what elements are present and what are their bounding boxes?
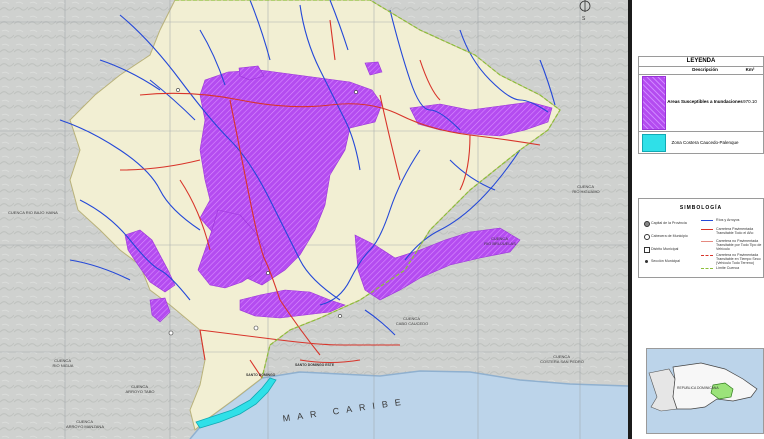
legend-area-flood-areas: 970.10	[743, 99, 757, 104]
inset-country-label: REPUBLICA DOMINICANA	[677, 386, 719, 390]
symbology-item-capital: Capital de la Provincia	[651, 221, 687, 225]
legend-title: LEYENDA	[639, 57, 763, 67]
inset-study-area	[710, 382, 734, 400]
basin-label-cabo-caucedo-line2: CABO CAUCEDO	[396, 321, 428, 326]
basin-label-rio-nigua-line1: CUENCA	[54, 358, 71, 363]
municipal-section-icon	[645, 260, 648, 263]
city-label-santo-domingo-este: SANTO DOMINGO ESTE	[295, 363, 335, 367]
basin-label-arroyo-tabo: CUENCA ARROYO TABO	[126, 384, 155, 394]
legend-swatch-coastal-zone	[642, 134, 666, 152]
symbology-title: SIMBOLOGÍA	[679, 205, 723, 211]
legend-swatch-flood-areas	[642, 76, 666, 130]
inset-haiti	[648, 368, 678, 412]
basin-label-rio-haina: CUENCA RIO BAJO HAINA	[8, 210, 58, 215]
dry-season-road-icon	[701, 255, 713, 256]
basin-label-arroyo-manzana-line1: CUENCA	[76, 419, 93, 424]
unpaved-road-icon	[701, 241, 713, 242]
municipal-seat-icon	[644, 234, 650, 240]
map-panel-divider	[628, 0, 632, 439]
basin-label-cabo-caucedo: CUENCA CABO CAUCEDO	[396, 316, 428, 326]
basin-label-rio-higuamo-line1: CUENCA	[577, 184, 594, 189]
basin-label-cabo-caucedo-line1: CUENCA	[403, 316, 420, 321]
basin-label-costera-san-pedro: CUENCA COSTERA SAN PEDRO	[540, 354, 584, 364]
symbology-item-cabecera: Cabecera de Municipio	[651, 234, 688, 238]
map-frame[interactable]: S MAR CARIBE CUENCA RIO BAJO HAINA CUENC…	[0, 0, 628, 439]
basin-label-arroyo-tabo-line2: ARROYO TABO	[126, 389, 155, 394]
legend-desc-flood-areas: Areas Susceptibles a Inundaciones	[667, 99, 743, 104]
legend-desc-coastal-zone: Zona Costera Caucedo-Palenque	[671, 140, 739, 145]
symbology-item-rios: Ríos y Arroyos	[716, 218, 740, 222]
caribbean-sea	[190, 371, 628, 439]
basin-label-rio-higuamo-line2: RIO HIGUAMO	[572, 189, 599, 194]
legend-col-area: Km²	[745, 67, 755, 72]
north-arrow-icon	[579, 0, 591, 12]
municipal-district-icon	[644, 247, 650, 253]
settlement-markers	[168, 88, 358, 336]
basin-label-arroyo-manzana: CUENCA ARROYO MANZANA	[66, 419, 104, 429]
basin-label-rio-higuamo: CUENCA RIO HIGUAMO	[572, 184, 599, 194]
basin-label-rio-brujuelas: CUENCA RIO BRUJUELAS	[484, 236, 516, 246]
location-inset-map[interactable]: REPUBLICA DOMINICANA	[646, 348, 764, 434]
legend-col-description: Descripción	[692, 67, 718, 72]
paved-road-icon	[701, 229, 713, 230]
symbology-item-seccion: Sección Municipal	[651, 259, 680, 263]
symbology-item-distrito: Distrito Municipal	[651, 247, 679, 251]
basin-label-costera-san-pedro-line2: COSTERA SAN PEDRO	[540, 359, 584, 364]
basin-limit-icon	[701, 268, 713, 269]
roads[interactable]	[119, 19, 541, 379]
basin-label-costera-san-pedro-line1: CUENCA	[553, 354, 570, 359]
city-label-santo-domingo: SANTO DOMINGO	[246, 373, 276, 377]
basin-label-rio-nigua: CUENCA RIO NIGUA	[53, 358, 74, 368]
basin-label-arroyo-manzana-line2: ARROYO MANZANA	[66, 424, 104, 429]
legend-box: LEYENDA Descripción Km² Areas Susceptibl…	[638, 56, 764, 154]
basin-label-rio-brujuelas-line1: CUENCA	[491, 236, 508, 241]
provincial-capital-icon	[644, 221, 650, 227]
symbology-item-carretera-seco: Carretera no Pavimentada Transitable en …	[716, 253, 761, 265]
basin-label-rio-brujuelas-line2: RIO BRUJUELAS	[484, 241, 516, 246]
basin-label-arroyo-tabo-line1: CUENCA	[131, 384, 148, 389]
symbology-item-carretera-pav: Carretera Pavimentada Transitable Todo e…	[716, 227, 754, 235]
symbology-box: SIMBOLOGÍA Capital de la Provincia Cabec…	[638, 198, 764, 278]
map-side-panel: LEYENDA Descripción Km² Areas Susceptibl…	[632, 0, 764, 439]
river-line-icon	[701, 220, 713, 221]
compass-letter: S	[582, 16, 586, 22]
symbology-item-carretera-nopav: Carretera no Pavimentada Transitable por…	[716, 239, 762, 251]
coastal-zone-caucedo-palenque[interactable]	[195, 377, 277, 429]
symbology-item-limite: Límite Cuenca	[716, 266, 740, 270]
basin-label-rio-nigua-line2: RIO NIGUA	[53, 363, 74, 368]
